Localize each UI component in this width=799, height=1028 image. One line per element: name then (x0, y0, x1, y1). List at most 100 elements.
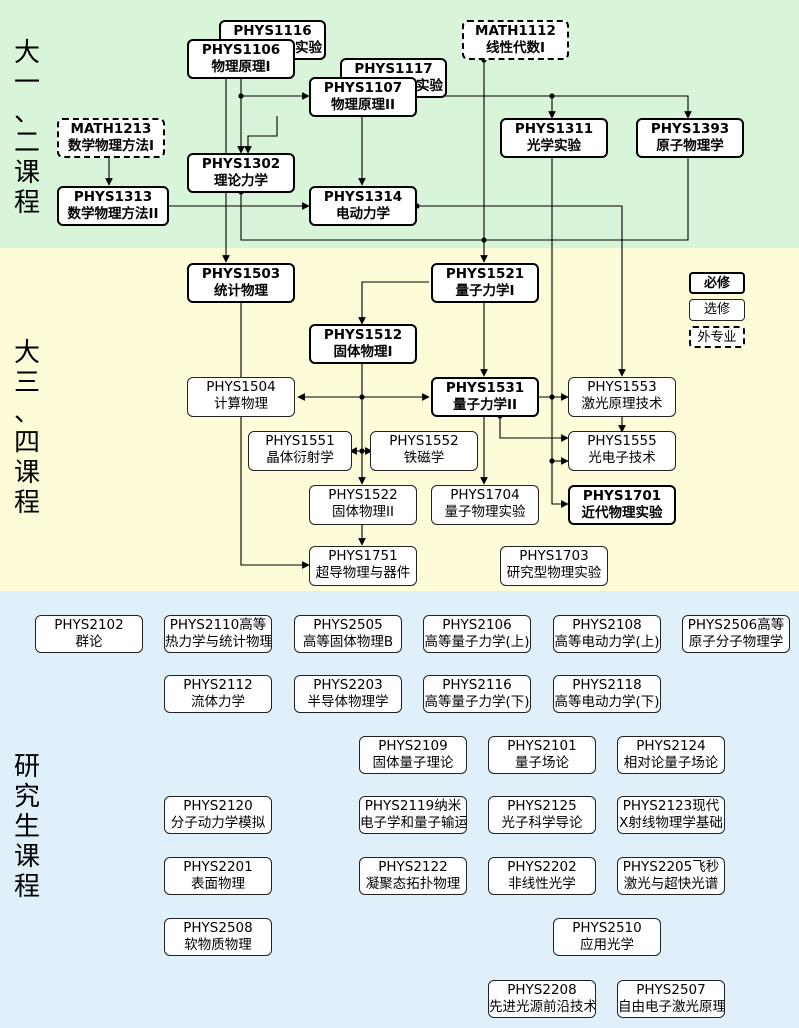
course-phys2110: PHYS2110高等 热力学与统计物理 (164, 615, 272, 653)
course-phys1531: PHYS1531 量子力学II (431, 377, 539, 417)
course-name: 高等电动力学(上) (554, 634, 660, 650)
course-phys2124: PHYS2124 相对论量子场论 (617, 736, 725, 774)
course-phys2122: PHYS2122 凝聚态拓扑物理 (359, 857, 467, 895)
course-math1112: MATH1112 线性代数I (462, 20, 569, 60)
course-phys2202: PHYS2202 非线性光学 (488, 857, 596, 895)
course-name: 电子学和量子输运 (360, 815, 467, 831)
course-name: 高等电动力学(下) (554, 694, 660, 710)
course-code: PHYS2508 (183, 920, 253, 936)
course-phys1106: PHYS1106 物理原理I (187, 39, 295, 79)
course-code: MATH1112 (475, 23, 556, 39)
course-name: 光学实验 (527, 138, 581, 154)
course-phys1522: PHYS1522 固体物理II (309, 485, 417, 525)
course-phys1552: PHYS1552 铁磁学 (370, 431, 478, 471)
course-code: PHYS2119纳米 (364, 798, 462, 814)
course-code: PHYS1504 (206, 379, 276, 395)
course-code: PHYS1512 (323, 327, 403, 343)
course-phys2119: PHYS2119纳米 电子学和量子输运 (359, 796, 467, 834)
course-code: PHYS1751 (328, 548, 398, 564)
course-phys2205: PHYS2205飞秒 激光与超快光谱 (617, 857, 725, 895)
section-label-year-1-2: 大一、二课程 (13, 38, 40, 218)
course-math1213: MATH1213 数学物理方法I (57, 118, 165, 158)
course-phys1512: PHYS1512 固体物理I (309, 324, 417, 364)
course-code: PHYS1552 (389, 433, 459, 449)
course-name: 物理原理I (211, 59, 271, 75)
course-name: 自由电子激光原理 (618, 999, 725, 1015)
legend-required: 必修 (689, 272, 745, 294)
course-name: 线性代数I (485, 40, 546, 56)
course-code: PHYS2122 (378, 859, 448, 875)
course-code: PHYS1521 (445, 266, 525, 282)
course-name: 实验 (295, 40, 322, 56)
course-name: 量子力学II (452, 397, 518, 413)
course-name: 量子力学I (455, 283, 515, 299)
course-name: 高等量子力学(上) (424, 634, 530, 650)
course-code: PHYS1313 (73, 189, 153, 205)
course-phys1311: PHYS1311 光学实验 (500, 118, 608, 158)
course-phys1521: PHYS1521 量子力学I (431, 263, 539, 303)
course-name: 流体力学 (191, 694, 245, 710)
course-code: PHYS1553 (587, 379, 657, 395)
course-name: 数学物理方法I (67, 138, 155, 154)
course-name: 相对论量子场论 (623, 755, 719, 771)
course-code: PHYS1701 (582, 488, 662, 504)
course-phys2120: PHYS2120 分子动力学模拟 (164, 796, 272, 834)
course-phys1504: PHYS1504 计算物理 (187, 377, 295, 417)
course-code: PHYS1704 (450, 487, 520, 503)
course-phys2201: PHYS2201 表面物理 (164, 857, 272, 895)
course-code: PHYS2505 (313, 617, 383, 633)
course-code: PHYS2201 (183, 859, 253, 875)
course-code: PHYS1311 (514, 121, 594, 137)
course-phys1555: PHYS1555 光电子技术 (568, 431, 676, 471)
course-code: PHYS1503 (201, 266, 281, 282)
course-phys1393: PHYS1393 原子物理学 (636, 118, 744, 158)
course-code: PHYS1302 (201, 156, 281, 172)
course-code: PHYS2125 (507, 798, 577, 814)
course-name: 激光原理技术 (581, 396, 663, 412)
course-code: PHYS2205飞秒 (622, 859, 720, 875)
course-code: PHYS1314 (323, 189, 403, 205)
course-phys1704: PHYS1704 量子物理实验 (431, 485, 539, 525)
course-name: 应用光学 (580, 937, 634, 953)
course-name: 计算物理 (214, 396, 268, 412)
course-name: 光子科学导论 (501, 815, 583, 831)
course-phys2508: PHYS2508 软物质物理 (164, 918, 272, 956)
course-phys2203: PHYS2203 半导体物理学 (294, 675, 402, 713)
course-code: PHYS2208 (507, 982, 577, 998)
course-name: 高等量子力学(下) (424, 694, 530, 710)
course-name: 实验 (416, 78, 443, 94)
course-code: PHYS2106 (442, 617, 512, 633)
course-code: PHYS2506高等 (687, 617, 785, 633)
course-phys1553: PHYS1553 激光原理技术 (568, 377, 676, 417)
course-name: 统计物理 (214, 283, 268, 299)
course-name: 理论力学 (214, 173, 268, 189)
course-name: 固体量子理论 (372, 755, 454, 771)
course-phys2112: PHYS2112 流体力学 (164, 675, 272, 713)
course-name: 固体物理II (332, 504, 394, 520)
course-name: 近代物理实验 (581, 505, 663, 521)
course-code: PHYS1555 (587, 433, 657, 449)
course-phys1751: PHYS1751 超导物理与器件 (309, 546, 417, 586)
legend-elective: 选修 (689, 299, 745, 321)
course-name: X射线物理学基础 (619, 815, 723, 831)
course-phys2102: PHYS2102 群论 (35, 615, 143, 653)
course-name: 物理原理II (330, 97, 396, 113)
course-phys2118: PHYS2118 高等电动力学(下) (553, 675, 661, 713)
course-name: 先进光源前沿技术 (489, 999, 596, 1015)
section-label-year-3-4: 大三、四课程 (13, 338, 40, 518)
course-name: 激光与超快光谱 (623, 876, 719, 892)
course-phys2125: PHYS2125 光子科学导论 (488, 796, 596, 834)
course-code: PHYS1531 (445, 380, 525, 396)
course-phys1551: PHYS1551 晶体衍射学 (248, 431, 352, 471)
course-name: 表面物理 (191, 876, 245, 892)
course-code: PHYS2110高等 (169, 617, 267, 633)
course-name: 群论 (75, 634, 103, 650)
course-phys1703: PHYS1703 研究型物理实验 (500, 546, 608, 586)
course-phys2506: PHYS2506高等 原子分子物理学 (682, 615, 790, 653)
course-code: PHYS2510 (572, 920, 642, 936)
course-name: 光电子技术 (588, 450, 656, 466)
course-name: 热力学与统计物理 (165, 634, 272, 650)
course-code: PHYS1522 (328, 487, 398, 503)
course-phys2109: PHYS2109 固体量子理论 (359, 736, 467, 774)
course-name: 晶体衍射学 (266, 450, 334, 466)
